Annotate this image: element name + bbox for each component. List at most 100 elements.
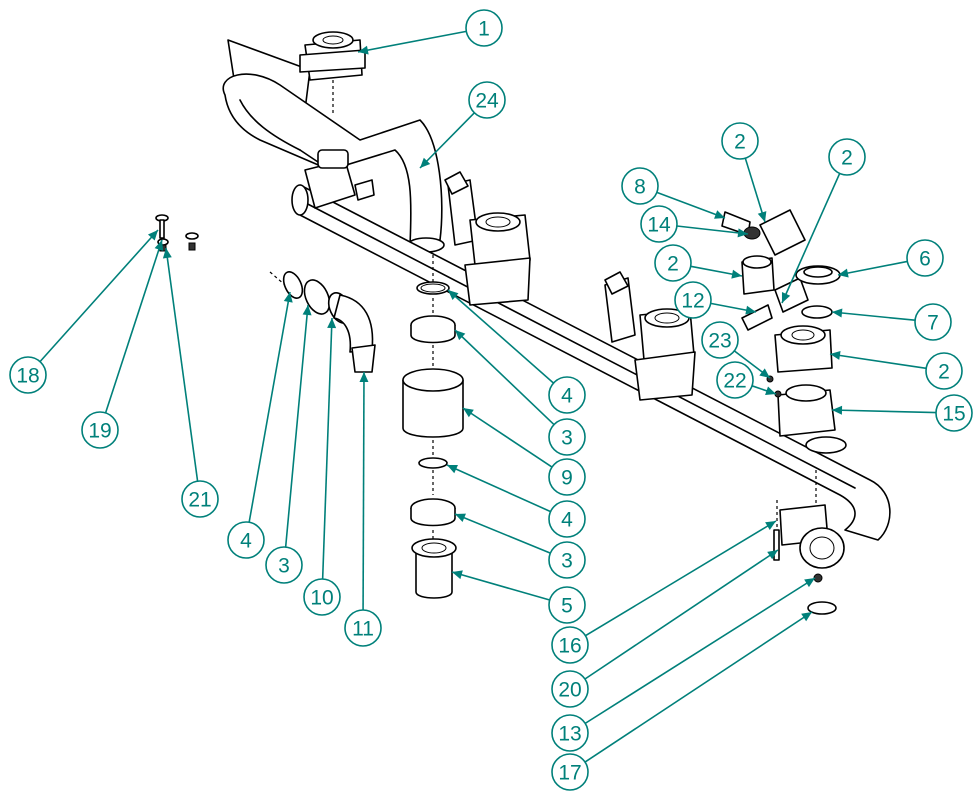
- callout-3: 3: [454, 329, 586, 456]
- callout-number: 6: [919, 248, 931, 271]
- callout-circle: [551, 670, 589, 708]
- callout-13: 13: [551, 577, 816, 752]
- callout-leader: [781, 173, 841, 304]
- saddle-clamp: [777, 384, 836, 437]
- callout-circle: [721, 122, 759, 160]
- callout-number: 12: [681, 290, 704, 313]
- callout-15: 15: [831, 394, 973, 432]
- callout-number: 9: [561, 467, 573, 490]
- callout-leader: [419, 112, 475, 169]
- callout-circle: [303, 578, 341, 616]
- valve-body-a: [444, 171, 531, 306]
- callout-number: 2: [938, 361, 950, 384]
- callout-number: 17: [558, 762, 581, 785]
- callout-number: 3: [278, 555, 290, 578]
- pipe-assembly-drawing: [155, 31, 891, 615]
- callout-circle: [344, 609, 382, 647]
- callout-circle: [9, 356, 47, 394]
- callout-19: 19: [81, 239, 164, 449]
- callout-circle: [828, 138, 866, 176]
- callout-leader: [357, 30, 467, 53]
- callout-2: 2: [721, 122, 767, 223]
- callout-arrowhead: [745, 305, 756, 315]
- callout-3: 3: [265, 304, 312, 584]
- callout-9: 9: [462, 407, 586, 496]
- callout-10: 10: [303, 317, 341, 616]
- callout-arrowhead: [714, 210, 725, 219]
- callout-2: 2: [781, 138, 866, 304]
- callout-circle: [551, 753, 589, 791]
- callout-number: 21: [188, 489, 211, 512]
- callout-leader: [284, 304, 309, 548]
- callout-leader: [584, 611, 813, 763]
- callout-number: 4: [561, 509, 573, 532]
- callout-leader: [104, 239, 163, 414]
- callout-arrowhead: [832, 308, 843, 318]
- callout-circle: [925, 352, 963, 390]
- callout-17: 17: [551, 611, 813, 791]
- callout-number: 15: [942, 403, 965, 426]
- callout-circle: [914, 303, 952, 341]
- callout-circle: [551, 714, 589, 752]
- callout-16: 16: [551, 520, 777, 664]
- callout-leader: [321, 317, 333, 580]
- callout-4: 4: [446, 464, 586, 538]
- callout-circle: [640, 205, 678, 243]
- tee-fitting: [773, 436, 847, 615]
- callout-arrowhead: [737, 228, 748, 238]
- callout-7: 7: [831, 303, 952, 341]
- callout-1: 1: [357, 9, 503, 55]
- callout-5: 5: [451, 570, 586, 624]
- callout-leader: [584, 577, 816, 725]
- callout-number: 7: [927, 312, 939, 335]
- callout-circle: [548, 586, 586, 624]
- callout-arrowhead: [447, 465, 458, 474]
- callout-arrowhead: [781, 292, 791, 303]
- callout-leader: [454, 329, 555, 426]
- callout-arrowhead: [804, 578, 815, 588]
- callout-arrowhead: [358, 45, 369, 55]
- callout-arrowhead: [327, 318, 337, 329]
- callout-arrowhead: [147, 230, 158, 241]
- callout-number: 4: [240, 530, 252, 553]
- callout-circle: [468, 81, 506, 119]
- callout-leader: [744, 157, 766, 223]
- callout-number: 22: [723, 370, 746, 393]
- callout-24: 24: [419, 81, 506, 169]
- callout-number: 3: [561, 550, 573, 573]
- elbow-cluster: [269, 271, 376, 373]
- callout-number: 5: [561, 595, 573, 618]
- callout-22: 22: [716, 361, 777, 399]
- callout-circle: [906, 239, 944, 277]
- callout-number: 23: [708, 330, 731, 353]
- callout-14: 14: [640, 205, 749, 243]
- callout-leader: [248, 291, 291, 523]
- callout-arrowhead: [731, 269, 742, 279]
- callout-number: 10: [310, 587, 333, 610]
- callout-number: 2: [841, 147, 853, 170]
- callout-arrowhead: [759, 368, 770, 378]
- callout-leader: [39, 229, 159, 363]
- callout-leader: [676, 225, 749, 235]
- callout-18: 18: [9, 229, 159, 394]
- callout-leader: [165, 247, 199, 482]
- callout-arrowhead: [452, 570, 463, 580]
- callout-arrowhead: [757, 211, 767, 222]
- pipe-coupling-left: [304, 149, 375, 209]
- callout-circle: [548, 458, 586, 496]
- callout-arrowhead: [283, 292, 293, 303]
- callout-4: 4: [227, 291, 293, 559]
- callout-8: 8: [621, 167, 726, 219]
- callout-leader: [656, 191, 726, 219]
- callout-number: 2: [667, 253, 679, 276]
- callout-leader: [584, 549, 779, 680]
- callout-leader: [447, 289, 555, 384]
- callout-leader: [831, 311, 916, 322]
- callout-number: 8: [634, 176, 646, 199]
- callout-2: 2: [829, 351, 963, 390]
- callout-leader: [831, 409, 937, 414]
- callout-number: 1: [478, 18, 490, 41]
- callout-circle: [674, 281, 712, 319]
- callout-arrowhead: [838, 268, 849, 278]
